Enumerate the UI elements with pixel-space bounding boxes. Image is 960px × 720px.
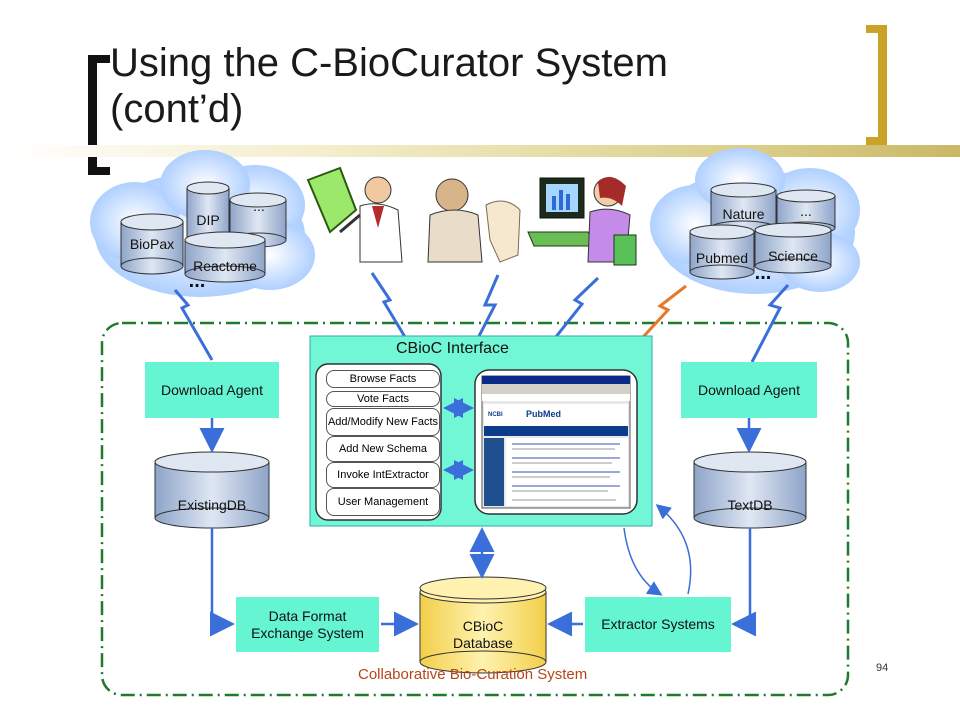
db-icon-science <box>754 222 832 274</box>
existingdb-label: ExistingDB <box>177 497 247 513</box>
interface-menu: Browse Facts Vote Facts Add/Modify New F… <box>316 364 441 520</box>
data-format-exchange-box: Data Format Exchange System <box>251 607 364 641</box>
interface-title: CBioC Interface <box>396 340 509 357</box>
slide-title-line1: Using the C-BioCurator System <box>110 41 668 85</box>
lightning-presenter <box>370 272 407 338</box>
cbioc-database-cylinder <box>419 576 547 674</box>
presenter-clipart <box>306 166 403 263</box>
scientist-clipart <box>427 178 521 263</box>
title-bracket-left-vertical <box>88 55 97 175</box>
slide-title: Using the C-BioCurator System (cont’d) <box>110 40 830 132</box>
lightning-user <box>553 276 600 339</box>
title-bracket-left-top <box>88 55 110 63</box>
menu-browse-facts[interactable]: Browse Facts <box>326 370 440 388</box>
existingdb-cylinder <box>154 451 270 529</box>
ncbi-logo: NCBI <box>488 412 503 418</box>
system-label: Collaborative Bio-Curation System <box>358 666 588 683</box>
db-label-reactome: Reactome <box>193 258 257 274</box>
db-label-nature: Nature <box>722 206 765 222</box>
db-icon-more-right <box>776 189 836 235</box>
menu-vote-facts[interactable]: Vote Facts <box>326 391 440 407</box>
download-agent-left: Download Agent <box>161 381 263 398</box>
computer-user-clipart <box>527 176 637 266</box>
menu-invoke-intextractor[interactable]: Invoke IntExtractor <box>326 462 440 488</box>
more-sources-left: ... <box>188 270 206 292</box>
textdb-label: TextDB <box>727 497 773 513</box>
title-bracket-right-vertical <box>878 25 887 145</box>
db-label-dip: DIP <box>196 212 220 228</box>
db-icon-biopax <box>120 213 184 275</box>
lightning-right-cloud <box>750 283 790 363</box>
db-label-biopax: BioPax <box>129 236 175 252</box>
title-bracket-left-bottom <box>88 167 110 175</box>
cbioc-database-label: CBioC Database <box>453 618 513 651</box>
menu-add-new-schema[interactable]: Add New Schema <box>326 436 440 462</box>
db-label-more-left: ... <box>253 198 265 214</box>
db-icon-pubmed <box>689 224 755 280</box>
menu-add-modify-facts[interactable]: Add/Modify New Facts <box>326 408 440 436</box>
menu-user-management[interactable]: User Management <box>326 488 440 516</box>
extractor-systems-box: Extractor Systems <box>601 616 715 632</box>
pubmed-logo: PubMed <box>526 409 561 419</box>
title-bracket-right-bottom <box>866 137 887 145</box>
slide-title-line2: (cont’d) <box>110 87 244 131</box>
db-label-more-right: ... <box>800 203 812 219</box>
download-agent-right: Download Agent <box>698 381 800 398</box>
db-label-science: Science <box>768 248 818 264</box>
lightning-scientist <box>476 274 500 339</box>
system-boundary <box>100 321 850 697</box>
db-label-pubmed: Pubmed <box>695 250 749 266</box>
textdb-cylinder <box>693 451 807 529</box>
more-sources-right: ... <box>754 262 772 284</box>
db-icon-nature <box>710 182 777 236</box>
lightning-left-cloud <box>173 289 214 361</box>
pubmed-browser-thumbnail <box>481 375 631 509</box>
page-number: 94 <box>876 662 889 674</box>
db-icon-reactome <box>184 231 266 283</box>
title-bracket-right-top <box>866 25 887 33</box>
